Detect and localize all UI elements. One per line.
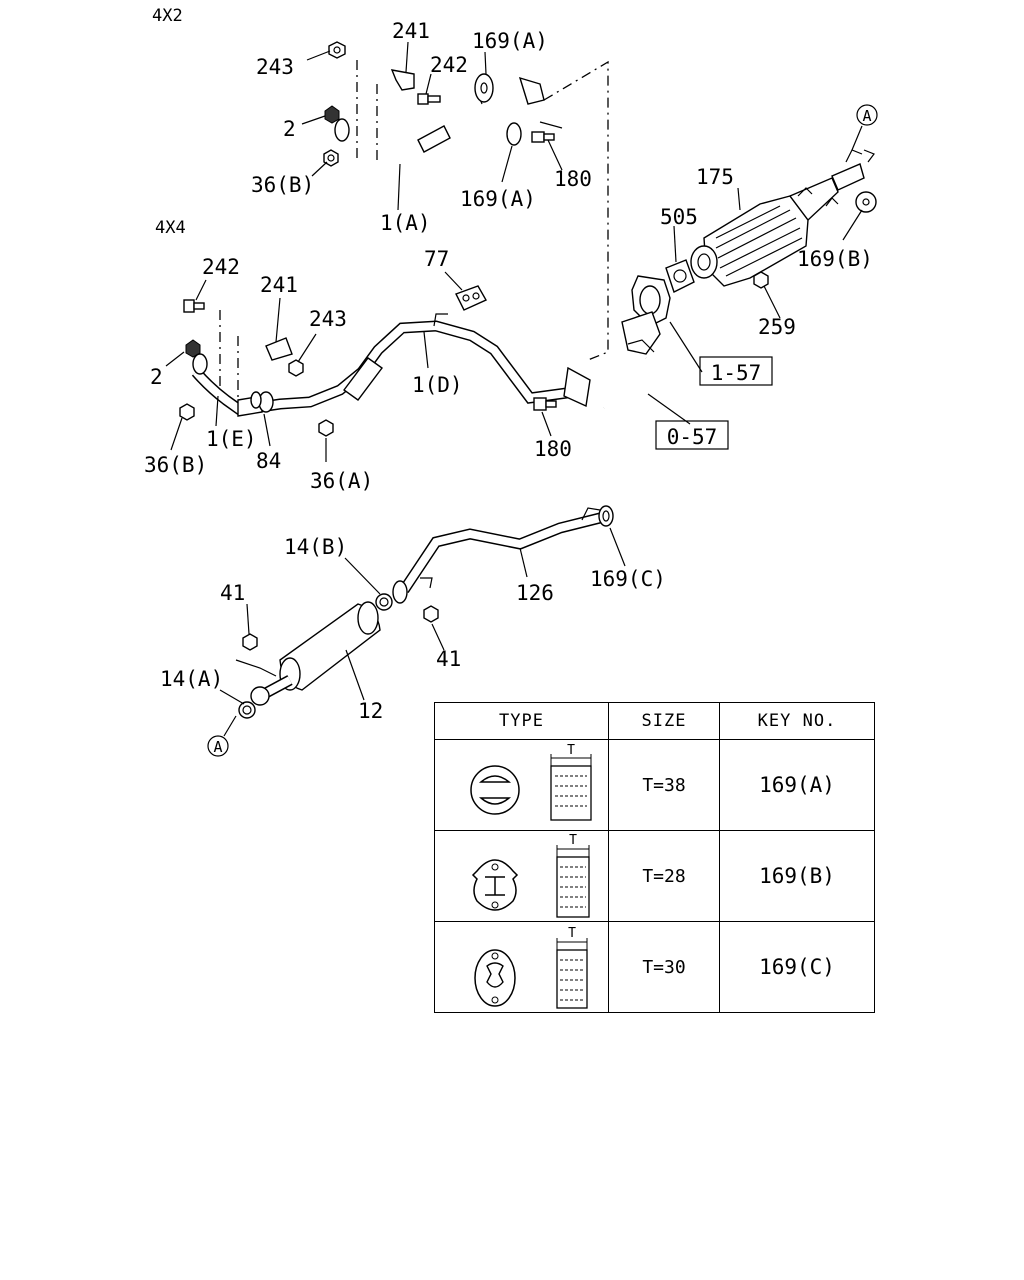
header-key-no: KEY NO. — [719, 702, 875, 740]
callout-12: 12 — [358, 699, 383, 723]
type-cell-a: T — [434, 739, 609, 831]
callout-36b-top: 36(B) — [251, 173, 314, 197]
header-size: SIZE — [608, 702, 720, 740]
header-type: TYPE — [434, 702, 609, 740]
mount-169b — [855, 191, 877, 213]
nut-243-top — [328, 41, 346, 59]
flange-1e — [192, 353, 208, 375]
callout-259: 259 — [758, 315, 796, 339]
callout-14b: 14(B) — [284, 535, 347, 559]
nut-36b-top — [323, 149, 339, 167]
gasket-84 — [250, 391, 274, 413]
gasket-14a — [238, 701, 256, 719]
mount-type-a-icon — [469, 765, 520, 815]
section-label-4x2: 4X2 — [152, 6, 183, 26]
callout-1a: 1(A) — [380, 211, 431, 235]
callout-84: 84 — [256, 449, 281, 473]
dimension-label: T — [567, 743, 575, 758]
gasket-14b — [375, 593, 393, 611]
reference-bubble-a-top — [856, 104, 878, 126]
callout-242-mid: 242 — [202, 255, 240, 279]
front-pipe-4x2 — [334, 69, 545, 167]
nut-41-left — [242, 633, 258, 651]
callout-175: 175 — [696, 165, 734, 189]
bolt-242-mid — [183, 299, 205, 313]
dimension-label: T — [569, 833, 577, 848]
dimension-label: T — [568, 926, 576, 941]
mount-77 — [455, 285, 487, 311]
callout-169a-top: 169(A) — [472, 29, 548, 53]
callout-1e: 1(E) — [206, 427, 257, 451]
reference-a-bottom-label: A — [213, 738, 222, 756]
callout-180-mid: 180 — [534, 437, 572, 461]
callout-1d: 1(D) — [412, 373, 463, 397]
mount-169a-top — [474, 73, 494, 103]
size-cell: T=28 — [608, 830, 720, 922]
gasket-505 — [665, 259, 695, 293]
callout-41-right: 41 — [436, 647, 461, 671]
table-header-row: TYPE SIZE KEY NO. — [434, 702, 875, 740]
callout-14a: 14(A) — [160, 667, 223, 691]
callout-241-mid: 241 — [260, 273, 298, 297]
reference-bubble-a-bottom — [207, 735, 229, 757]
callout-0-57: 0-57 — [667, 425, 718, 449]
table-row: T T=28 169(B) — [434, 830, 875, 922]
nut-2-mid — [185, 339, 201, 358]
callout-1-57: 1-57 — [711, 361, 762, 385]
muffler-12 — [250, 601, 381, 706]
rear-pipe-126 — [392, 507, 602, 604]
bolt-242-top — [417, 93, 441, 105]
callout-169a-lower: 169(A) — [460, 187, 536, 211]
callout-2-top: 2 — [283, 117, 296, 141]
thickness-block-icon — [549, 754, 592, 821]
nut-2-top — [324, 105, 340, 124]
type-cell-b: T — [434, 830, 609, 922]
callout-box-1-57 — [699, 356, 773, 386]
nut-243-mid — [288, 359, 304, 377]
callout-169c: 169(C) — [590, 567, 666, 591]
callout-243-mid: 243 — [309, 307, 347, 331]
mount-type-b-icon — [471, 859, 518, 911]
callout-41-left: 41 — [220, 581, 245, 605]
callout-169b: 169(B) — [797, 247, 873, 271]
nut-41-right — [423, 605, 439, 623]
mount-type-c-icon — [473, 949, 516, 1007]
bolt-180-top — [531, 131, 555, 143]
callout-2-mid: 2 — [150, 365, 163, 389]
type-cell-c: T — [434, 921, 609, 1013]
callout-242-top: 242 — [430, 53, 468, 77]
callout-36a-mid: 36(A) — [310, 469, 373, 493]
thickness-block-icon — [555, 938, 588, 1009]
callout-241-top: 241 — [392, 19, 430, 43]
nut-259 — [753, 271, 769, 289]
thickness-block-icon — [555, 845, 590, 918]
callout-126: 126 — [516, 581, 554, 605]
key-cell: 169(A) — [719, 739, 875, 831]
callout-36b-mid: 36(B) — [144, 453, 207, 477]
catalytic-converter-175 — [690, 149, 875, 287]
bolt-180-mid — [533, 397, 557, 411]
nut-36b-mid — [179, 403, 195, 421]
table-row: T T=38 169(A) — [434, 739, 875, 831]
callout-243-top: 243 — [256, 55, 294, 79]
callout-77: 77 — [424, 247, 449, 271]
mount-spec-table: TYPE SIZE KEY NO. — [434, 702, 875, 1013]
callout-180-top: 180 — [554, 167, 592, 191]
mount-169a-lower — [506, 122, 522, 146]
front-pipe-4x4 — [191, 313, 591, 417]
key-cell: 169(B) — [719, 830, 875, 922]
manifold-pipe-1-57 — [621, 275, 671, 355]
callout-box-0-57 — [655, 420, 729, 450]
key-cell: 169(C) — [719, 921, 875, 1013]
size-cell: T=38 — [608, 739, 720, 831]
mount-169c — [598, 505, 614, 527]
nut-36a-mid — [318, 419, 334, 437]
reference-a-top-label: A — [862, 107, 871, 125]
size-cell: T=30 — [608, 921, 720, 1013]
callout-505: 505 — [660, 205, 698, 229]
section-label-4x4: 4X4 — [155, 218, 186, 238]
sensor-wire-0-57 — [603, 357, 661, 409]
table-row: T T=30 169(C) — [434, 921, 875, 1013]
